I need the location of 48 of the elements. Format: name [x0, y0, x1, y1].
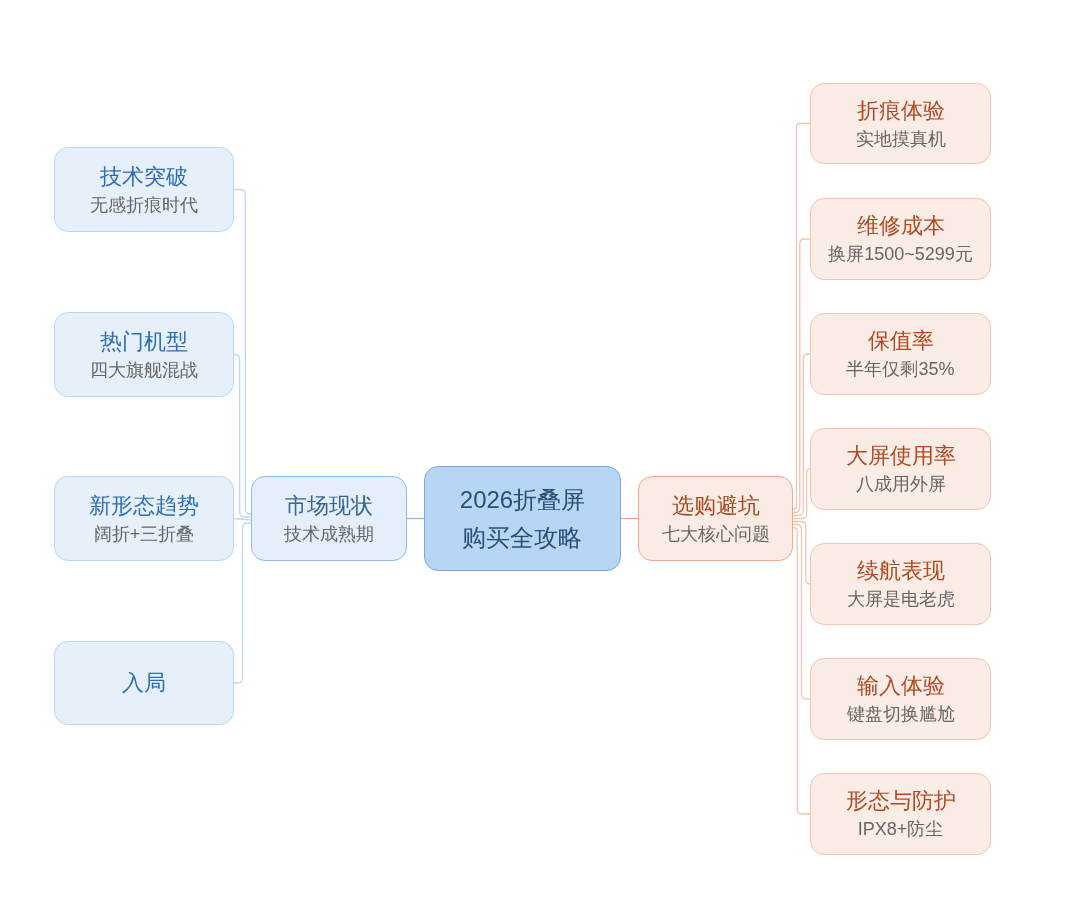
topic-subtitle: 实地摸真机 [855, 127, 946, 151]
topic-subtitle: 大屏是电老虎 [846, 588, 955, 611]
topic-box [810, 83, 991, 164]
topic-box [54, 312, 234, 397]
topic-box [810, 428, 991, 510]
topic-title: 输入体验 [856, 672, 945, 700]
topic-subtitle: 键盘切换尴尬 [846, 703, 955, 726]
branch-box [638, 476, 793, 561]
topic-title: 2026折叠屏购买全攻略 [458, 484, 587, 553]
topic-title: 续航表现 [856, 557, 945, 585]
topic-title: 形态与防护 [845, 787, 956, 815]
topic-box [810, 773, 991, 855]
topic-title: 市场现状 [285, 491, 373, 520]
topic-subtitle: 技术成熟期 [284, 522, 374, 546]
topic-title: 保值率 [867, 327, 934, 355]
connector-line [233, 517, 252, 521]
topic-box [54, 147, 234, 232]
topic-subtitle: IPX8+防尘 [857, 818, 944, 841]
topic-title: 技术突破 [100, 162, 188, 191]
connector-line [792, 353, 811, 517]
topic-box [810, 313, 991, 395]
connector-line [233, 188, 252, 515]
connector-line [792, 523, 811, 700]
topic-subtitle: 无感折痕时代 [90, 193, 198, 217]
connector-line [792, 238, 811, 514]
topic-title: 折痕体验 [856, 96, 945, 125]
topic-title: 选购避坑 [671, 491, 760, 520]
topic-subtitle: 七大核心问题 [661, 522, 770, 546]
topic-title: 入局 [122, 669, 166, 697]
topic-title: 新形态趋势 [89, 491, 199, 520]
topic-box [54, 641, 234, 725]
connector-line [792, 468, 811, 520]
topic-box [54, 476, 234, 561]
topic-subtitle: 八成用外屏 [855, 473, 946, 496]
topic-subtitle: 四大旗舰混战 [90, 358, 198, 382]
connector-line [233, 353, 252, 518]
topic-subtitle: 半年仅剩35% [846, 358, 955, 381]
topic-box [810, 543, 991, 625]
topic-title: 大屏使用率 [845, 442, 956, 470]
topic-box [810, 658, 991, 740]
topic-subtitle: 阔折+三折叠 [93, 522, 195, 546]
topic-title: 热门机型 [100, 327, 188, 356]
central-topic-box [424, 466, 621, 571]
topic-subtitle: 换屏1500~5299元 [828, 243, 973, 266]
connector-line [792, 520, 811, 585]
topic-title: 维修成本 [856, 212, 945, 240]
topic-box [810, 198, 991, 280]
branch-box [251, 476, 407, 561]
